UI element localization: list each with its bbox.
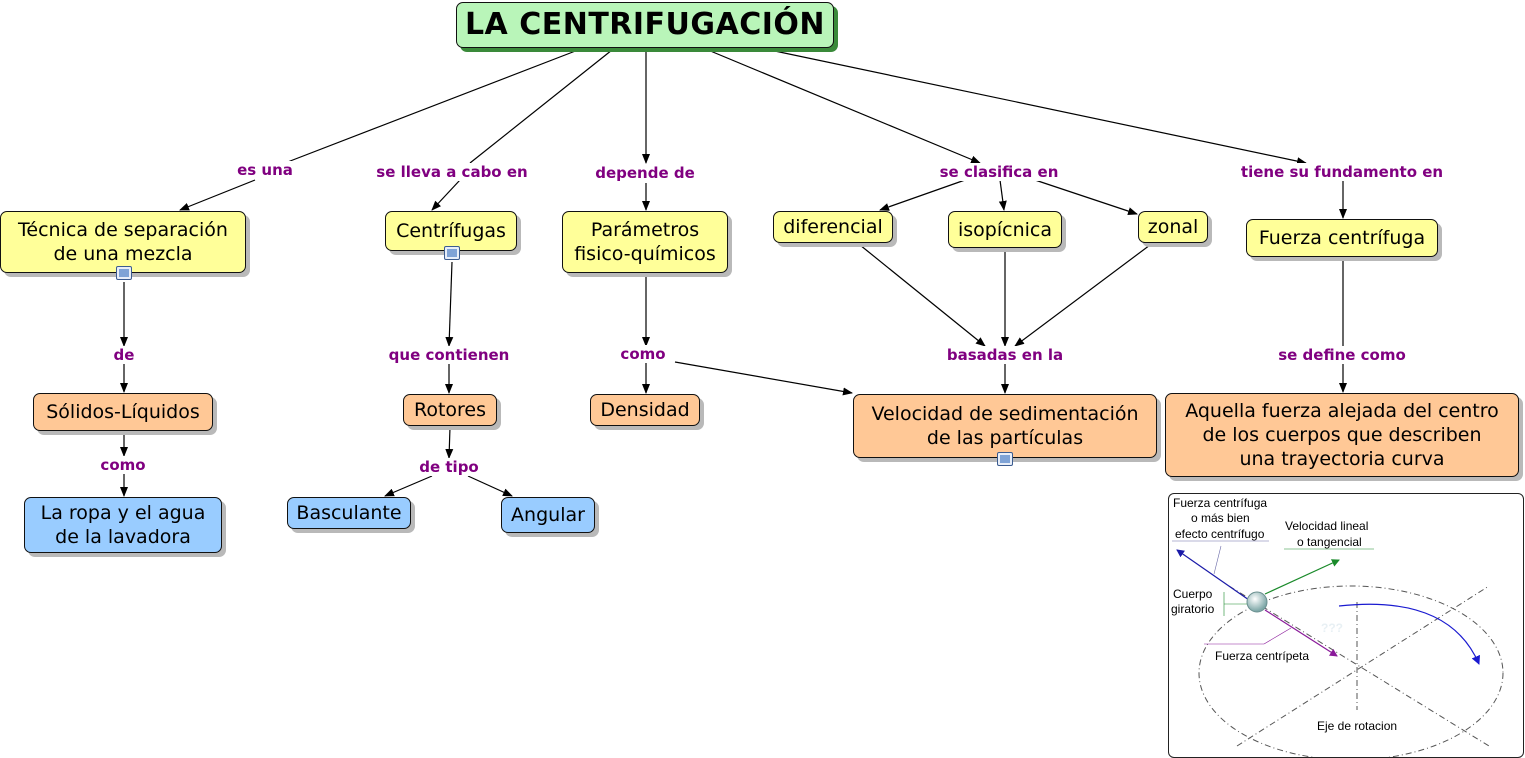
image-resource-icon[interactable] <box>444 246 460 260</box>
node-zonal[interactable]: zonal <box>1138 211 1208 243</box>
node-ropa-lavadora[interactable]: La ropa y el agua de la lavadora <box>24 497 222 553</box>
fig-label-velocidad-2: o tangencial <box>1297 535 1362 549</box>
fig-label-centrifuga-2: o más bien <box>1191 511 1250 525</box>
link-que-contienen: que contienen <box>385 346 513 364</box>
node-tecnica-line1: Técnica de separación <box>18 219 228 241</box>
fig-label-centrifuga-3: efecto centrífugo <box>1175 527 1265 541</box>
link-como: como <box>97 456 149 474</box>
link-tiene-su-fundamento-en: tiene su fundamento en <box>1237 163 1447 181</box>
node-parametros[interactable]: Parámetros fisico-químicos <box>562 211 728 273</box>
node-rotores[interactable]: Rotores <box>403 394 497 426</box>
node-centrifugas[interactable]: Centrífugas <box>385 211 517 251</box>
node-solidos-liquidos[interactable]: Sólidos-Líquidos <box>33 393 213 431</box>
fig-label-centrifuga-1: Fuerza centrífuga <box>1173 496 1267 510</box>
centrifugal-force-figure: Fuerza centrífuga o más bien efecto cent… <box>1168 493 1524 758</box>
fig-label-question: ??? <box>1321 621 1343 635</box>
title-node[interactable]: LA CENTRIFUGACIÓN <box>456 2 834 48</box>
node-aquella-line1: Aquella fuerza alejada del centro <box>1185 400 1499 422</box>
node-aquella-line3: una trayectoria curva <box>1239 448 1445 470</box>
node-isopicnica[interactable]: isopícnica <box>948 211 1062 248</box>
fig-label-cuerpo-1: Cuerpo <box>1173 587 1213 601</box>
node-tecnica-line2: de una mezcla <box>53 243 193 265</box>
node-velocidad-line1: Velocidad de sedimentación <box>871 403 1139 425</box>
node-densidad[interactable]: Densidad <box>590 394 700 426</box>
link-de: de <box>110 346 138 364</box>
fig-label-cuerpo-2: giratorio <box>1171 602 1215 616</box>
fig-label-velocidad-1: Velocidad lineal <box>1285 519 1368 533</box>
fig-label-eje: Eje de rotacion <box>1317 719 1397 733</box>
link-depende-de: depende de <box>592 164 698 182</box>
node-tecnica[interactable]: Técnica de separación de una mezcla <box>0 211 246 273</box>
node-diferencial[interactable]: diferencial <box>773 211 893 243</box>
link-de-tipo: de tipo <box>416 458 482 476</box>
image-resource-icon[interactable] <box>997 452 1013 466</box>
node-ropa-line2: de la lavadora <box>55 526 191 548</box>
node-parametros-line1: Parámetros <box>590 219 700 241</box>
node-ropa-line1: La ropa y el agua <box>40 502 206 524</box>
document-resource-icon[interactable] <box>116 266 132 280</box>
link-se-define-como: se define como <box>1275 346 1409 364</box>
node-aquella-line2: de los cuerpos que describen <box>1202 424 1482 446</box>
node-basculante[interactable]: Basculante <box>287 497 411 529</box>
node-parametros-line2: fisico-químicos <box>574 243 716 265</box>
node-velocidad-line2: de las partículas <box>926 427 1084 449</box>
fig-label-centripeta: Fuerza centrípeta <box>1215 649 1309 663</box>
link-basadas-en-la: basadas en la <box>943 346 1067 364</box>
link-es-una: es una <box>234 161 296 179</box>
node-fuerza-centrifuga[interactable]: Fuerza centrífuga <box>1246 219 1438 257</box>
node-velocidad[interactable]: Velocidad de sedimentación de las partíc… <box>853 394 1157 458</box>
link-como-densidad: como <box>617 345 669 363</box>
centrifugal-force-diagram: Fuerza centrífuga o más bien efecto cent… <box>1171 496 1504 757</box>
node-angular[interactable]: Angular <box>501 497 595 533</box>
node-aquella-fuerza[interactable]: Aquella fuerza alejada del centro de los… <box>1165 393 1519 477</box>
link-se-lleva-a-cabo-en: se lleva a cabo en <box>373 163 531 181</box>
link-se-clasifica-en: se clasifica en <box>936 163 1062 181</box>
